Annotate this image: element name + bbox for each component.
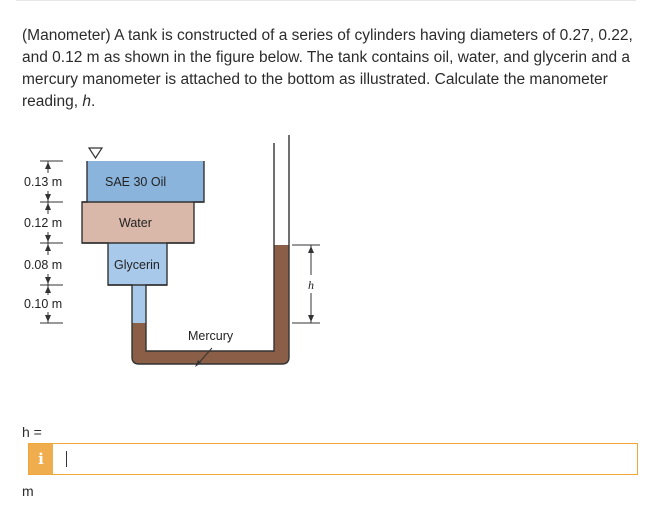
oil-region [87,161,204,202]
water-region [82,202,194,243]
answer-input-box[interactable]: i [28,443,638,475]
info-icon[interactable]: i [29,444,53,474]
tank-diagram: 0.13 m 0.12 m 0.08 m 0.10 m SAE 30 Oil W… [18,135,338,375]
question-variable: h [82,93,91,110]
free-surface-icon [87,147,104,160]
question-body: (Manometer) A tank is constructed of a s… [22,27,633,110]
dim-pipe-label: 0.10 m [24,297,62,311]
question-end: . [90,93,96,110]
text-caret [66,451,67,467]
glycerin-pipe-region [132,285,146,323]
dim-water-label: 0.12 m [24,216,62,230]
mercury-pointer-head [195,360,201,367]
question-text: (Manometer) A tank is constructed of a s… [22,25,637,113]
mercury-region [132,245,289,364]
h-dimension [292,244,320,324]
mercury-label: Mercury [188,329,234,343]
oil-label: SAE 30 Oil [105,175,166,189]
answer-input[interactable] [63,448,623,470]
answer-unit: m [22,483,34,499]
water-label: Water [119,216,152,230]
top-divider [16,0,636,1]
answer-label: h = [22,424,42,440]
h-label: h [308,278,314,292]
dim-oil-label: 0.13 m [24,175,62,189]
tank-svg: 0.13 m 0.12 m 0.08 m 0.10 m SAE 30 Oil W… [24,135,320,367]
dim-glycerin-label: 0.08 m [24,258,62,272]
left-wall [81,135,290,365]
glycerin-label: Glycerin [114,258,160,272]
glycerin-region [108,243,167,285]
